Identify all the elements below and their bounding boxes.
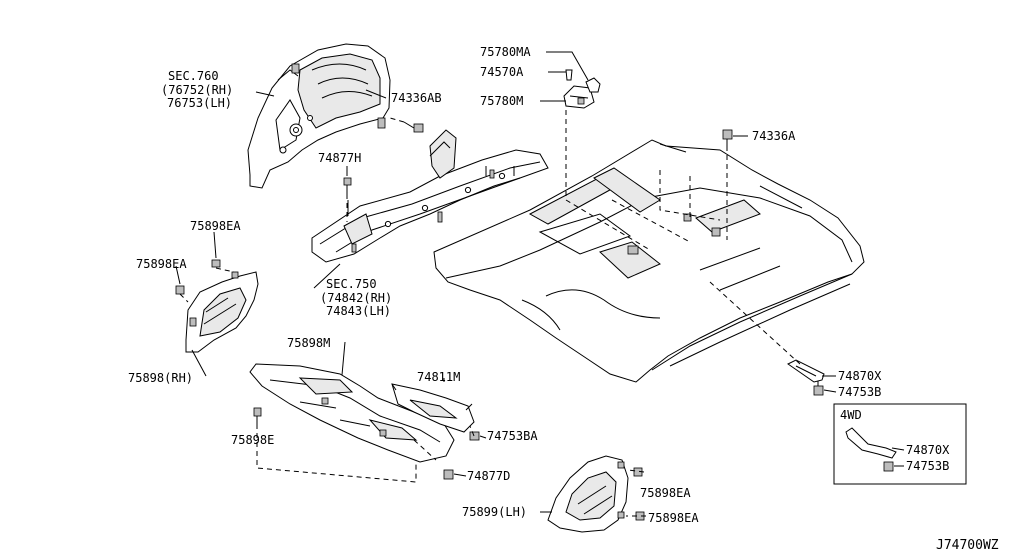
clip-75898E: [253, 407, 262, 424]
label-74753B-2: 74753B: [906, 459, 949, 473]
label-74336A: 74336A: [752, 129, 796, 143]
label-75898M: 75898M: [287, 336, 330, 350]
diagram-id: J74700WZ: [936, 538, 999, 553]
label-75780MA: 75780MA: [480, 45, 531, 59]
splash-shield-75899-lh: [547, 455, 629, 533]
bracket-75780M: [563, 69, 601, 109]
label-75780M: 75780M: [480, 94, 523, 108]
label-74842-rh: (74842(RH): [320, 291, 392, 305]
label-sec760: SEC.760: [168, 69, 219, 83]
label-75898EA-4: 75898EA: [648, 511, 699, 525]
under-cover-75898M: [249, 363, 455, 463]
label-75898EA-1: 75898EA: [190, 219, 241, 233]
nut-74753B-1: [813, 385, 824, 396]
label-74877H: 74877H: [318, 151, 361, 165]
label-75898E: 75898E: [231, 433, 274, 447]
label-74811M: 74811M: [417, 370, 460, 384]
bracket-74811M: [391, 383, 475, 433]
side-member-assembly: [311, 129, 549, 263]
screw-75898EA-1: [211, 259, 221, 268]
label-74753BA: 74753BA: [487, 429, 538, 443]
label-75899-lh: 75899(LH): [462, 505, 527, 519]
assembly-dashed-lines: [179, 110, 819, 517]
splash-shield-75898-rh: [185, 271, 259, 353]
label-74843-lh: 74843(LH): [326, 304, 391, 318]
label-74570A: 74570A: [480, 65, 524, 79]
bolt-74336A: [722, 129, 733, 146]
part-labels: SEC.760 (76752(RH) 76753(LH) 74336AB 757…: [128, 45, 999, 553]
label-sec750: SEC.750: [326, 277, 377, 291]
leader-lines: [175, 51, 905, 513]
label-74877D: 74877D: [467, 469, 510, 483]
clip-74877D: [443, 469, 454, 480]
nut-74753B-2: [883, 461, 894, 472]
floor-assembly: [433, 139, 865, 383]
label-75898EA-2: 75898EA: [136, 257, 187, 271]
label-74870X-2: 74870X: [906, 443, 950, 457]
label-74870X-1: 74870X: [838, 369, 882, 383]
bracket-74870X-4wd: [845, 427, 897, 459]
bolt-74336AB: [403, 121, 424, 133]
label-74336AB: 74336AB: [391, 91, 442, 105]
wheel-house-assembly: [247, 43, 391, 189]
nut-74753BA: [469, 431, 480, 441]
label-75898EA-3: 75898EA: [640, 486, 691, 500]
label-76752-rh: (76752(RH): [161, 83, 233, 97]
label-4wd: 4WD: [840, 408, 862, 422]
label-75898-rh: 75898(RH): [128, 371, 193, 385]
label-74753B-1: 74753B: [838, 385, 881, 399]
box-4wd: [833, 403, 967, 485]
clip-74877H: [343, 177, 352, 194]
bracket-74870X: [787, 359, 825, 383]
screw-75898EA-2: [175, 285, 185, 295]
label-76753-lh: 76753(LH): [167, 96, 232, 110]
